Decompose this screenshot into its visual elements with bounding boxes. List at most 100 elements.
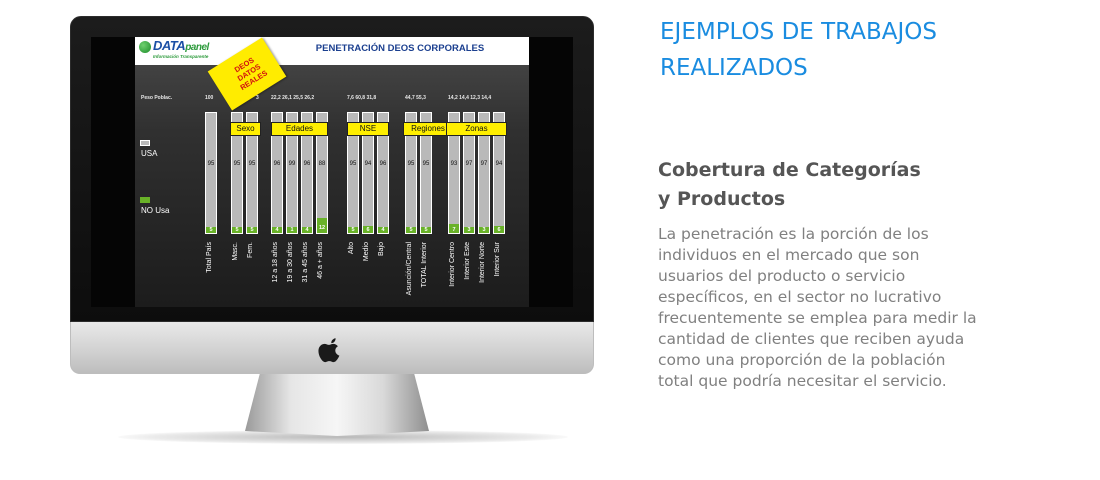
peso-value: 7,6 60,8 31,8	[347, 95, 377, 101]
bar-usa-value: 97	[480, 161, 488, 167]
bar-no-usa-segment: 3	[464, 227, 474, 233]
bar: 93 7	[448, 112, 460, 234]
bar-no-usa-segment: 4	[302, 227, 312, 233]
bar-no-usa-value: 5	[424, 227, 428, 233]
description-text: La penetración es la porción de los indiv…	[658, 224, 1058, 392]
legend-no-usa-swatch	[140, 197, 150, 203]
bar-no-usa-value: 7	[452, 227, 456, 233]
logo-part-panel: panel	[185, 42, 209, 53]
peso-value: 100	[205, 95, 214, 101]
bar-no-usa-segment: 6	[494, 226, 504, 233]
description-line: específicos, en el sector no lucrativo	[658, 288, 942, 306]
bar-no-usa-value: 1	[290, 227, 294, 233]
legend-usa-swatch	[140, 140, 150, 146]
group-label: NSE	[347, 122, 389, 136]
bar-usa-value: 96	[379, 161, 387, 167]
bar: 99 1	[286, 112, 298, 234]
bar-usa-value: 95	[248, 161, 256, 167]
datapanel-logo-icon	[139, 41, 151, 53]
bar-usa-value: 95	[207, 161, 215, 167]
logo-tagline: Información Transparente	[153, 54, 209, 59]
imac-screen: DATApanel Información Transparente PENET…	[91, 37, 573, 307]
bar-no-usa-segment: 5	[348, 227, 358, 233]
heading-line-2: REALIZADOS	[660, 55, 808, 81]
x-tick-label: 31 a 45 años	[302, 242, 309, 283]
stand-shadow	[118, 430, 568, 444]
peso-value: 3	[256, 95, 259, 101]
bar-no-usa-segment: 12	[317, 218, 327, 233]
bar: 97 3	[463, 112, 475, 234]
bar: 95 5	[405, 112, 417, 234]
x-tick-label: 46 a + años	[317, 242, 324, 279]
bar: 95 5	[347, 112, 359, 234]
bar-usa-value: 93	[450, 161, 458, 167]
x-tick-label: Alto	[348, 242, 355, 255]
bar-usa-value: 97	[465, 161, 473, 167]
x-tick-label: Interior Sur	[494, 242, 501, 277]
description-line: total que podría necesitar el servicio.	[658, 372, 947, 390]
bar-no-usa-value: 3	[482, 227, 486, 233]
x-tick-label: Total País	[206, 242, 213, 273]
bar-no-usa-value: 5	[351, 227, 355, 233]
bar: 94 6	[493, 112, 505, 234]
presentation-slide: DATApanel Información Transparente PENET…	[135, 37, 529, 307]
bar-usa-value: 95	[233, 161, 241, 167]
bar-usa-value: 94	[495, 161, 503, 167]
bar-no-usa-segment: 5	[406, 227, 416, 233]
x-tick-label: Bajo	[378, 242, 385, 257]
bar-no-usa-segment: 3	[479, 227, 489, 233]
bar-no-usa-value: 4	[275, 227, 279, 233]
group-label: Sexo	[230, 122, 261, 136]
x-tick-label: 12 a 18 años	[272, 242, 279, 283]
bar-usa-value: 95	[422, 161, 430, 167]
bar-no-usa-segment: 5	[421, 227, 431, 233]
bar-no-usa-value: 5	[235, 227, 239, 233]
section-title-line-2: y Productos	[658, 188, 786, 210]
bar-no-usa-segment: 5	[232, 227, 242, 233]
bar-no-usa-value: 5	[250, 227, 254, 233]
imac-mockup: DATApanel Información Transparente PENET…	[70, 16, 594, 444]
bar: 95 5	[231, 112, 243, 234]
bar-no-usa-segment: 7	[449, 224, 459, 233]
x-tick-label: Masc.	[232, 242, 239, 261]
group-label: Edades	[271, 122, 328, 136]
bar: 96 4	[377, 112, 389, 234]
peso-value: 44,7 55,3	[405, 95, 426, 101]
bar: 97 3	[478, 112, 490, 234]
peso-label: Peso Poblac.	[141, 95, 173, 101]
page-heading: EJEMPLOS DE TRABAJOS REALIZADOS	[660, 14, 1080, 86]
bar-no-usa-value: 4	[381, 227, 385, 233]
x-tick-label: TOTAL Interior	[421, 242, 428, 288]
description-line: cantidad de clientes que reciben ayuda	[658, 330, 965, 348]
x-tick-label: Asunción/Central	[406, 242, 413, 296]
peso-value: 22,2 26,1 25,5 26,2	[271, 95, 315, 101]
x-tick-label: Fem.	[247, 242, 254, 258]
bar: 95 5	[420, 112, 432, 234]
description-line: La penetración es la porción de los	[658, 225, 929, 243]
bar-usa-value: 96	[273, 161, 281, 167]
bar-usa-value: 94	[364, 161, 372, 167]
bar: 96 4	[271, 112, 283, 234]
bar: 95 5	[246, 112, 258, 234]
bar-no-usa-value: 4	[305, 227, 309, 233]
bar-usa-value: 95	[349, 161, 357, 167]
peso-value: 14,2 14,4 12,3 14,4	[448, 95, 492, 101]
slide-header: DATApanel Información Transparente PENET…	[135, 37, 529, 65]
group-label: Zonas	[446, 122, 507, 136]
bar-no-usa-value: 6	[366, 227, 370, 233]
section-title: Cobertura de Categorías y Productos	[658, 156, 1078, 214]
x-tick-label: Interior Norte	[479, 242, 486, 283]
logo-part-data: DATA	[153, 38, 186, 53]
bar-no-usa-value: 12	[318, 225, 326, 231]
x-tick-label: Interior Centro	[449, 242, 456, 287]
bar-usa-value: 99	[288, 161, 296, 167]
datapanel-logo: DATApanel	[153, 38, 209, 53]
x-tick-label: Interior Este	[464, 242, 471, 280]
apple-logo-icon	[318, 338, 340, 363]
bar-usa-value: 95	[407, 161, 415, 167]
bar-no-usa-segment: 1	[287, 227, 297, 233]
x-tick-label: Medio	[363, 242, 370, 262]
bar-no-usa-value: 5	[209, 227, 213, 233]
description-line: individuos en el mercado que son	[658, 246, 920, 264]
